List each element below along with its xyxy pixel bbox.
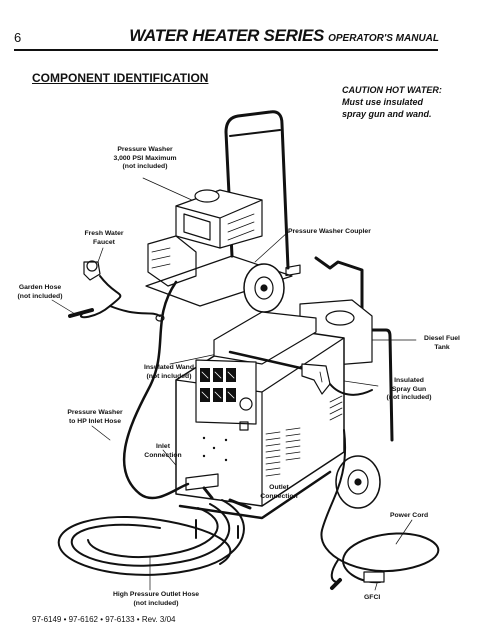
label-inlet-connection-line-2: Connection [144,451,182,459]
manual-subtitle: OPERATOR'S MANUAL [328,33,439,44]
label-garden-hose: Garden Hose (not included) [14,284,66,301]
caution-heading: CAUTION HOT WATER: [342,85,442,95]
caution-line-3: spray gun and wand. [342,109,432,119]
label-insulated-wand-line-1: Insulated Wand [144,364,194,371]
label-inlet-connection: Inlet Connection [140,443,186,460]
label-pressure-washer-coupler: Pressure Washer Coupler [288,228,371,237]
label-pressure-washer-to-hp-inlet-hose: Pressure Washer to HP Inlet Hose [62,409,128,426]
label-pressure-washer-line-3: (not included) [122,163,168,170]
caution-note: CAUTION HOT WATER: Must use insulated sp… [342,84,452,120]
leader-lines [51,177,417,591]
label-insulated-spray-gun-line-1: Insulated [394,377,424,384]
label-outlet-connection-line-2: Connection [260,492,298,500]
label-power-cord-line-1: Power Cord [390,512,429,519]
label-insulated-wand-line-2: (not included) [146,372,192,380]
page-number: 6 [14,30,22,45]
section-title: COMPONENT IDENTIFICATION [32,71,209,85]
label-hp-outlet-hose-line-2: (not included) [133,599,179,607]
series-title: WATER HEATER SERIES [129,26,325,45]
header-rule [14,49,438,51]
label-pressure-washer: Pressure Washer 3,000 PSI Maximum (not i… [100,146,190,172]
caution-line-2: Must use insulated [342,97,424,107]
label-fresh-water-faucet-line-1: Fresh Water [84,230,124,237]
label-gfci: GFCI [364,594,380,603]
label-diesel-fuel-tank-line-2: Tank [434,343,450,351]
label-high-pressure-outlet-hose: High Pressure Outlet Hose (not included) [108,591,204,608]
label-fresh-water-faucet: Fresh Water Faucet [76,230,132,247]
label-inlet-connection-line-1: Inlet [156,443,170,450]
label-power-cord: Power Cord [390,512,428,521]
label-hp-inlet-hose-line-1: Pressure Washer [67,409,123,416]
label-insulated-spray-gun: Insulated Spray Gun (not included) [378,377,440,403]
label-pressure-washer-line-2: 3,000 PSI Maximum [113,154,177,162]
label-hp-outlet-hose-line-1: High Pressure Outlet Hose [112,591,200,598]
label-gfci-line-1: GFCI [364,594,381,601]
label-fresh-water-faucet-line-2: Faucet [93,238,115,246]
label-outlet-connection: Outlet Connection [256,484,302,501]
label-diesel-fuel-tank-line-1: Diesel Fuel [424,335,460,342]
label-garden-hose-line-2: (not included) [17,292,63,300]
label-pressure-washer-line-1: Pressure Washer [117,146,173,153]
label-outlet-connection-line-1: Outlet [269,484,289,491]
label-insulated-spray-gun-line-2: Spray Gun [391,385,427,393]
label-diesel-fuel-tank: Diesel Fuel Tank [416,335,468,352]
label-garden-hose-line-1: Garden Hose [18,284,62,291]
label-insulated-spray-gun-line-3: (not included) [386,394,432,401]
label-insulated-wand: Insulated Wand (not included) [134,364,204,381]
label-hp-inlet-hose-line-2: to HP Inlet Hose [69,417,121,425]
label-pressure-washer-coupler-line-1: Pressure Washer Coupler [288,228,371,235]
footer-part-numbers: 97-6149 • 97-6162 • 97-6133 • Rev. 3/04 [32,615,176,624]
